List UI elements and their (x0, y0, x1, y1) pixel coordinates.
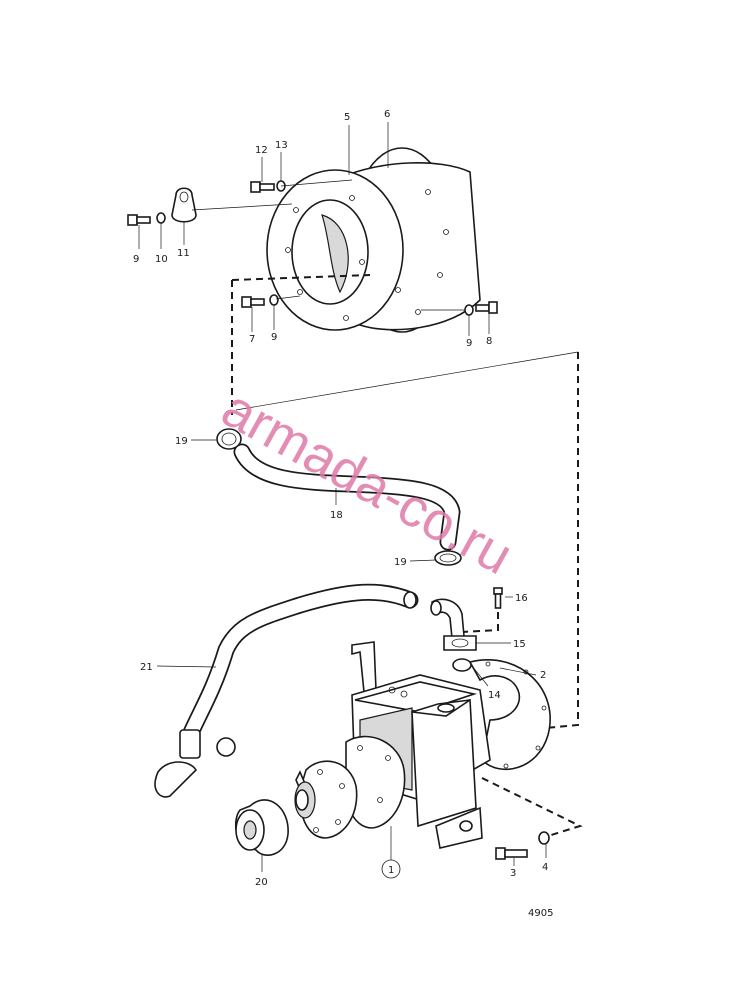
drawing-reference-number: 4905 (528, 908, 553, 919)
callout-11: 10 (155, 254, 168, 265)
callout-21: 21 (140, 662, 153, 673)
hose-clamp-19-top (216, 428, 242, 450)
flywheel-housing (266, 147, 481, 333)
bolt-17 (493, 587, 503, 609)
callout-10: 9 (133, 254, 139, 265)
callout-9-right: 9 (466, 338, 472, 349)
bolt-13 (250, 181, 275, 193)
callout-15: 14 (488, 690, 501, 701)
bolt-8 (475, 301, 498, 314)
bolt-10 (127, 214, 151, 226)
assembly-line-bottom (481, 777, 583, 837)
callout-19-top: 19 (175, 436, 188, 447)
callout-2: 2 (540, 670, 546, 681)
callout-19-bottom: 19 (394, 557, 407, 568)
callout-20: 20 (255, 877, 268, 888)
bolt-3 (495, 847, 528, 860)
callout-9-left: 9 (271, 332, 277, 343)
callout-18: 18 (330, 510, 343, 521)
washer-4 (538, 831, 550, 845)
washer-9-right (464, 304, 474, 316)
bolt-7 (241, 296, 265, 308)
pipe-21 (154, 583, 419, 798)
elbow-fitting (430, 598, 465, 639)
callout-13: 12 (255, 145, 268, 156)
hose-18 (233, 443, 461, 551)
callout-8: 8 (486, 336, 492, 347)
callout-16: 15 (513, 639, 526, 650)
callout-1: 1 (388, 865, 394, 876)
callout-3: 3 (510, 868, 516, 879)
callout-17: 16 (515, 593, 528, 604)
callout-4: 4 (542, 862, 548, 873)
assembly-line-right (544, 352, 579, 729)
gasket-2 (468, 659, 551, 771)
watermark-text: armada-co.ru (212, 378, 522, 586)
hose-clamp-19-bottom (434, 550, 462, 566)
washer-9-left (269, 294, 279, 306)
main-assembly-circle (381, 859, 401, 879)
sea-water-pump (294, 641, 491, 849)
drive-hub-20 (234, 799, 289, 856)
washer-11 (156, 212, 166, 224)
callout-12: 11 (177, 248, 190, 259)
callout-6: 6 (384, 109, 390, 120)
o-ring-15 (452, 658, 472, 672)
flange-16 (443, 635, 477, 651)
assembly-line-17 (461, 612, 499, 633)
callout-7: 7 (249, 334, 255, 345)
callout-5: 5 (344, 112, 350, 123)
callout-14: 13 (275, 140, 288, 151)
lifting-eye-12 (171, 187, 197, 223)
